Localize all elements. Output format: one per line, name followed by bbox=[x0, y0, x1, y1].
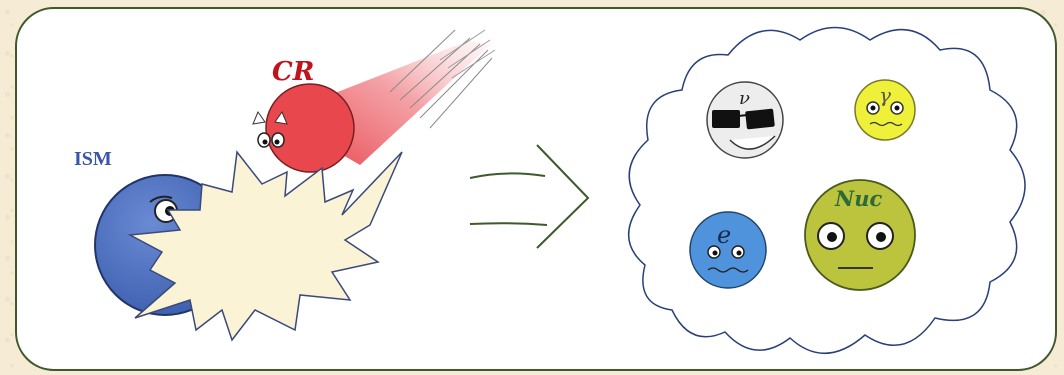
nucleon-particle: Nuc bbox=[805, 180, 915, 290]
nuc-label: Nuc bbox=[834, 186, 882, 211]
gamma-particle: γ bbox=[855, 80, 915, 140]
electron-symbol: e bbox=[717, 221, 731, 249]
cr-label: CR bbox=[272, 57, 314, 87]
gamma-symbol: γ bbox=[879, 83, 891, 107]
ism-label: ISM bbox=[74, 148, 112, 170]
electron-particle: e bbox=[690, 212, 766, 288]
neutrino-symbol: ν bbox=[739, 88, 750, 109]
products-cloud: ν γ e Nu bbox=[629, 28, 1025, 354]
neutrino-particle: ν bbox=[707, 82, 783, 158]
